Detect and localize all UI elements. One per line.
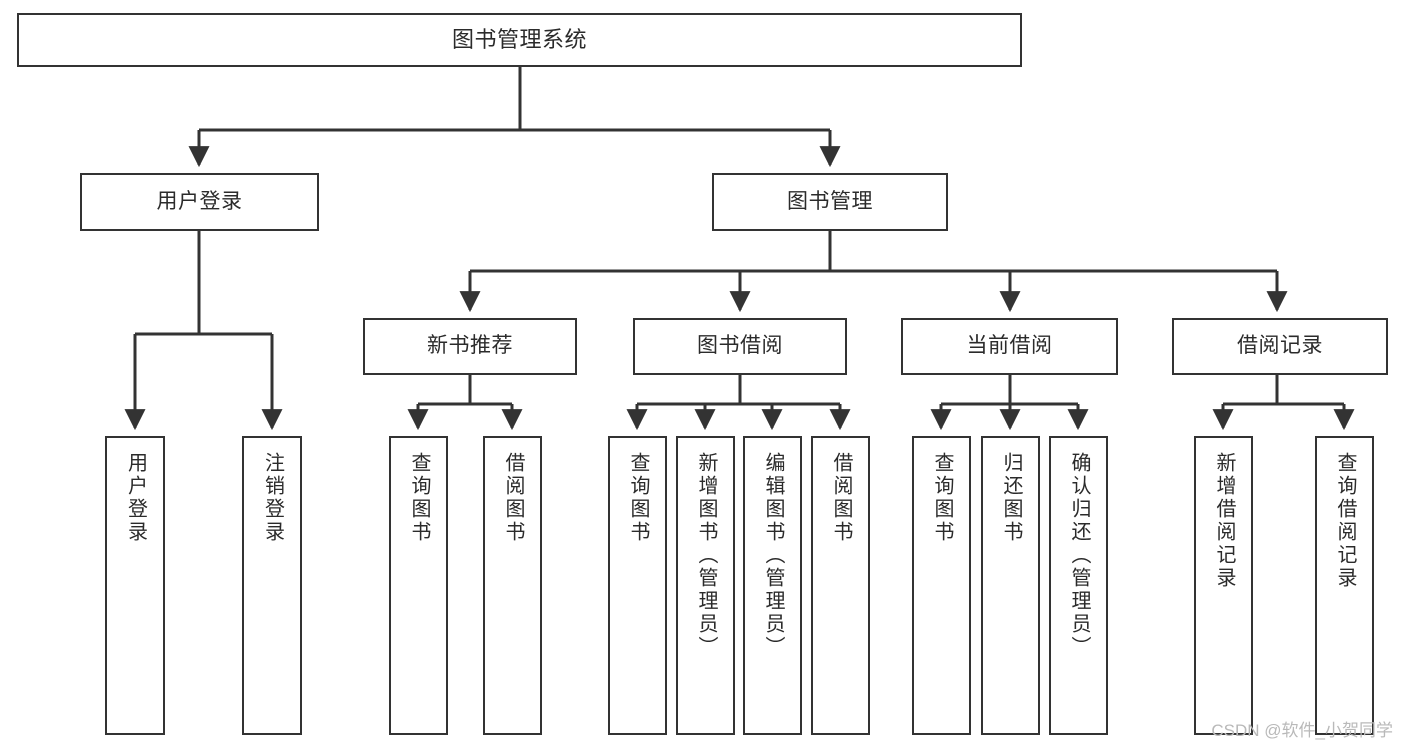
- node-label: 查询借阅记录: [1334, 452, 1356, 590]
- node-label: 查询图书: [627, 452, 649, 544]
- leaf-borrow-record-query[interactable]: 查询借阅记录: [1315, 436, 1374, 735]
- node-new-book-recommend[interactable]: 新书推荐: [363, 318, 577, 375]
- node-label: 归还图书: [1000, 452, 1022, 544]
- leaf-current-borrow-confirm-return[interactable]: 确认归还（管理员）: [1049, 436, 1108, 735]
- node-label: 图书管理: [787, 189, 873, 213]
- node-label: 新增图书（管理员）: [695, 452, 717, 659]
- node-label: 确认归还（管理员）: [1068, 452, 1090, 659]
- node-label: 查询图书: [408, 452, 430, 544]
- leaf-borrow-record-add[interactable]: 新增借阅记录: [1194, 436, 1253, 735]
- leaf-book-borrow-add[interactable]: 新增图书（管理员）: [676, 436, 735, 735]
- node-book-borrow[interactable]: 图书借阅: [633, 318, 847, 375]
- leaf-user-login-signin[interactable]: 用户登录: [105, 436, 165, 735]
- leaf-new-book-query[interactable]: 查询图书: [389, 436, 448, 735]
- node-book-management[interactable]: 图书管理: [712, 173, 948, 231]
- node-label: 当前借阅: [966, 334, 1053, 358]
- node-label: 用户登录: [156, 189, 243, 213]
- node-label: 借阅图书: [830, 452, 852, 544]
- leaf-current-borrow-return[interactable]: 归还图书: [981, 436, 1040, 735]
- leaf-new-book-borrow[interactable]: 借阅图书: [483, 436, 542, 735]
- node-root-book-management-system[interactable]: 图书管理系统: [17, 13, 1022, 67]
- node-label: 图书借阅: [697, 334, 783, 358]
- leaf-user-login-signout[interactable]: 注销登录: [242, 436, 302, 735]
- node-label: 注销登录: [261, 452, 284, 544]
- leaf-book-borrow-edit[interactable]: 编辑图书（管理员）: [743, 436, 802, 735]
- node-label: 用户登录: [124, 452, 147, 544]
- node-label: 查询图书: [931, 452, 953, 544]
- node-label: 借阅图书: [502, 452, 524, 544]
- node-current-borrow[interactable]: 当前借阅: [901, 318, 1118, 375]
- leaf-current-borrow-query[interactable]: 查询图书: [912, 436, 971, 735]
- node-user-login[interactable]: 用户登录: [80, 173, 319, 231]
- node-label: 编辑图书（管理员）: [762, 452, 784, 659]
- leaf-book-borrow-lend[interactable]: 借阅图书: [811, 436, 870, 735]
- node-borrow-record[interactable]: 借阅记录: [1172, 318, 1388, 375]
- watermark-text: CSDN @软件_小贺同学: [1211, 721, 1393, 740]
- node-label: 新增借阅记录: [1213, 452, 1235, 590]
- node-label: 借阅记录: [1237, 334, 1323, 358]
- node-label: 新书推荐: [427, 334, 513, 358]
- node-label: 图书管理系统: [451, 27, 587, 53]
- leaf-book-borrow-query[interactable]: 查询图书: [608, 436, 667, 735]
